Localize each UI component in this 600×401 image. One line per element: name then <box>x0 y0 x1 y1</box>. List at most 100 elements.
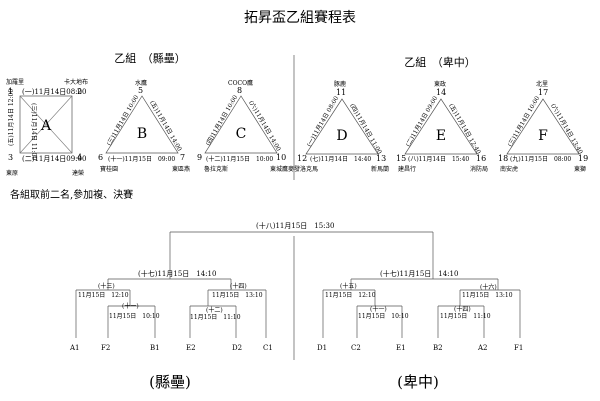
right-seed-4: B2 <box>433 344 443 352</box>
group-b: 5 水鷹 6 7 寶桂園 東區燕 (三)11月14日 10:00 (五)11月1… <box>98 79 190 173</box>
group-f-num-br: 19 <box>578 154 588 163</box>
left-g14-title: (十四) <box>230 282 247 290</box>
group-d-team-br: 新馬蘭 <box>371 165 389 173</box>
group-d-team-top: 豚鹿 <box>334 80 346 88</box>
group-d-num-top: 11 <box>336 88 346 97</box>
group-a-num-2: 2 <box>77 87 82 96</box>
group-e-letter: E <box>436 128 446 144</box>
group-f-letter: F <box>538 128 548 144</box>
bracket: (十八)11月15日 15:30 (十七)11月15日 14:10 (十三) 1… <box>69 221 523 360</box>
group-a-num-3: 3 <box>8 153 13 162</box>
group-c-letter: C <box>236 126 247 142</box>
group-b-num-bl: 6 <box>98 153 103 162</box>
group-a-team-1: 加羅里 <box>6 78 24 86</box>
group-e-game-right: (五)11月14日 12:40 <box>447 103 482 156</box>
group-e-team-bl: 建昌行 <box>398 165 416 173</box>
left-g12-time: 11月15日 11:10 <box>190 314 241 321</box>
bottom-left-label: (縣壘) <box>149 373 191 391</box>
left-g13-title: (十三) <box>98 282 115 290</box>
right-g16-title: (十六) <box>480 283 497 291</box>
group-b-num-br: 7 <box>180 153 185 162</box>
group-e-game-left: (二)11月14日 09:00 <box>405 95 440 148</box>
group-b-team-bl: 寶桂園 <box>100 165 118 173</box>
group-c-team-bl: 魯拉克斯 <box>204 165 228 173</box>
final-game-label: (十八)11月15日 15:30 <box>256 221 334 230</box>
group-a-game-right: (三)11月14日 11:00 <box>30 103 37 160</box>
left-seed-1: A1 <box>69 344 80 352</box>
group-a-letter: A <box>40 118 52 134</box>
group-a-diagonal-2 <box>19 95 73 154</box>
group-f: 17 北里 18 19 南安虎 東獅 (三)11月14日 10:00 (六)11… <box>498 80 588 173</box>
right-g15-time: 11月15日 12:10 <box>325 292 376 299</box>
group-a-game-left: (五)11月14日 12:00 <box>8 89 15 146</box>
group-a-game-top: (一)11月14日08:00 <box>22 88 86 96</box>
group-f-game-bottom: (九)11月15日 08:00 <box>510 155 571 163</box>
group-a: 1 2 3 4 加羅里 卡大地布 東原 達榮 (一)11月14日08:00 (二… <box>6 78 88 177</box>
left-seed-6: C1 <box>263 344 273 352</box>
group-f-team-top: 北里 <box>536 80 548 88</box>
group-b-triangle <box>105 95 179 154</box>
group-d-num-bl: 12 <box>297 154 307 163</box>
group-e-triangle <box>404 98 478 155</box>
group-d-game-left: (一)11月14日 08:00 <box>306 95 341 148</box>
group-c-game-bottom: (十二)11月15日 10:00 <box>206 155 273 163</box>
right-seed-2: C2 <box>351 344 361 352</box>
right-seed-5: A2 <box>477 344 488 352</box>
group-b-team-br: 東區燕 <box>172 165 190 173</box>
right-g11-time: 11月15日 10:10 <box>358 313 409 320</box>
group-b-game-right: (五)11月14日 14:00 <box>148 100 183 153</box>
group-a-num-1: 1 <box>8 87 13 96</box>
right-g15-title: (十五) <box>340 282 357 290</box>
left-g11-title: (十一) <box>122 302 139 310</box>
group-f-num-top: 17 <box>538 88 548 97</box>
group-c-num-br: 10 <box>276 153 286 162</box>
page-title: 拓昇盃乙組賽程表 <box>244 9 356 26</box>
group-d-game-right: (四)11月14日 11:00 <box>348 103 383 156</box>
group-f-team-br: 東獅 <box>574 165 586 173</box>
group-f-triangle <box>506 98 580 155</box>
right-g12-time: 11月15日 11:10 <box>440 313 491 320</box>
group-e-num-bl: 15 <box>396 154 406 163</box>
right-seed-3: E1 <box>396 344 406 352</box>
group-a-team-3: 東原 <box>6 169 18 177</box>
group-e-team-br: 消防局 <box>470 165 488 173</box>
right-seed-6: F1 <box>514 344 523 352</box>
group-e-num-br: 16 <box>476 154 486 163</box>
right-g12-title: (十四) <box>454 305 471 313</box>
group-a-square <box>19 95 73 154</box>
left-g14-time: 11月15日 13:10 <box>212 292 263 299</box>
group-e: 14 東政 15 16 建昌行 消防局 (二)11月14日 09:00 (五)1… <box>396 80 488 173</box>
group-a-team-4: 達榮 <box>72 169 84 177</box>
group-b-letter: B <box>137 126 147 142</box>
group-a-game-bottom: (二)11月14日09:00 <box>22 155 86 163</box>
left-seed-4: E2 <box>186 344 196 352</box>
group-a-team-2: 卡大地布 <box>64 78 88 86</box>
group-b-team-top: 水鷹 <box>135 79 147 87</box>
group-d-letter: D <box>336 128 347 144</box>
group-b-game-left: (三)11月14日 10:00 <box>106 94 141 147</box>
left-g12-title: (十二) <box>206 306 223 314</box>
group-c-triangle <box>204 95 278 154</box>
bottom-right-label: (卑中) <box>397 373 439 391</box>
left-seed-2: F2 <box>101 344 110 352</box>
group-f-num-bl: 18 <box>498 154 508 163</box>
qualification-note: 各組取前二名,參加複、決賽 <box>10 188 133 201</box>
right-g11-title: (十一) <box>370 305 387 313</box>
group-b-game-bottom: (十一)11月15日 09:00 <box>108 155 175 163</box>
left-g11-time: 11月15日 10:10 <box>109 313 160 320</box>
group-e-team-top: 東政 <box>434 80 446 88</box>
left-seed-5: D2 <box>232 344 242 352</box>
group-f-game-right: (六)11月14日 13:40 <box>549 102 585 156</box>
group-a-num-4: 4 <box>77 153 82 162</box>
group-c-game-right: (六)11月14日 14:00 <box>247 99 283 153</box>
group-c-team-top: COCO鷹 <box>228 79 253 87</box>
group-d-team-bl: 洛克馬 <box>300 165 318 173</box>
group-c-num-bl: 9 <box>197 153 202 162</box>
left-group-title: 乙組 （縣壘） <box>114 52 186 65</box>
group-c-game-left: (四)11月14日 10:00 <box>205 94 240 147</box>
group-e-game-bottom: (八)11月14日 15:40 <box>408 156 469 163</box>
left-semi-game-label: (十七)11月15日 14:10 <box>138 269 216 278</box>
group-d-num-br: 13 <box>376 154 386 163</box>
right-group-title: 乙組 （卑中） <box>404 55 476 69</box>
